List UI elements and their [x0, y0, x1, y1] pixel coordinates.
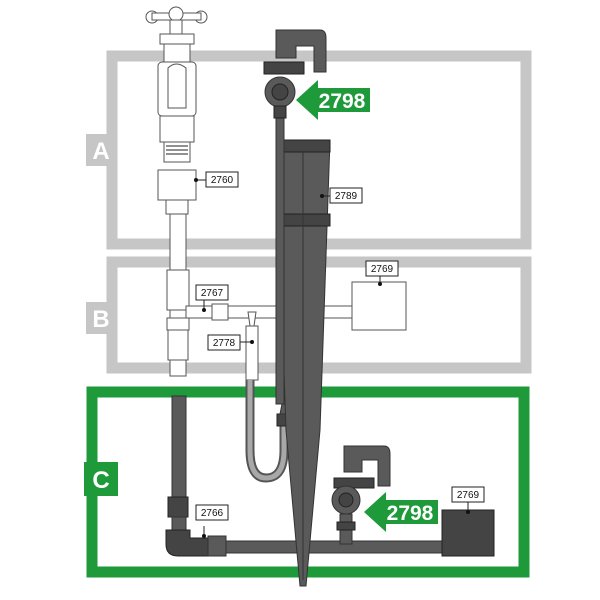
label-2789-text: 2789	[335, 191, 358, 202]
callout-top-text: 2798	[319, 90, 366, 113]
section-c-badge: C	[84, 462, 118, 496]
callout-arrow-bottom: 2798	[364, 492, 438, 532]
weight-top	[351, 281, 407, 331]
stake	[275, 139, 331, 587]
bottom-sprinkler-head	[331, 445, 391, 545]
label-2769-bottom: 2769	[451, 486, 485, 514]
label-2767: 2767	[195, 284, 229, 312]
callout-bottom-text: 2798	[387, 502, 434, 525]
label-2769-bottom-text: 2769	[457, 490, 480, 501]
weight-bottom	[441, 509, 495, 557]
section-b-letter: B	[92, 306, 109, 333]
label-2766: 2766	[195, 504, 229, 538]
elbow-fitting	[165, 529, 227, 557]
label-2789: 2789	[320, 187, 363, 204]
section-c-letter: C	[92, 467, 109, 494]
section-a-badge: A	[86, 134, 116, 166]
label-2778: 2778	[207, 334, 254, 351]
top-riser	[275, 103, 285, 405]
label-2767-text: 2767	[201, 288, 224, 299]
callout-arrow-top: 2798	[296, 80, 370, 120]
connector-tube	[245, 311, 259, 381]
label-2766-text: 2766	[201, 508, 224, 519]
faucet-assembly	[145, 6, 208, 215]
label-2760-text: 2760	[211, 175, 234, 186]
branch-fitting	[211, 303, 229, 321]
label-2769-top: 2769	[365, 260, 399, 286]
top-sprinkler-head	[263, 29, 327, 119]
supply-pipe	[166, 213, 190, 534]
label-2769-top-text: 2769	[371, 264, 394, 275]
label-2760: 2760	[194, 171, 239, 188]
label-2778-text: 2778	[213, 338, 236, 349]
section-a-letter: A	[92, 138, 109, 165]
bottom-pipe	[225, 540, 443, 554]
section-b-badge: B	[86, 302, 116, 334]
